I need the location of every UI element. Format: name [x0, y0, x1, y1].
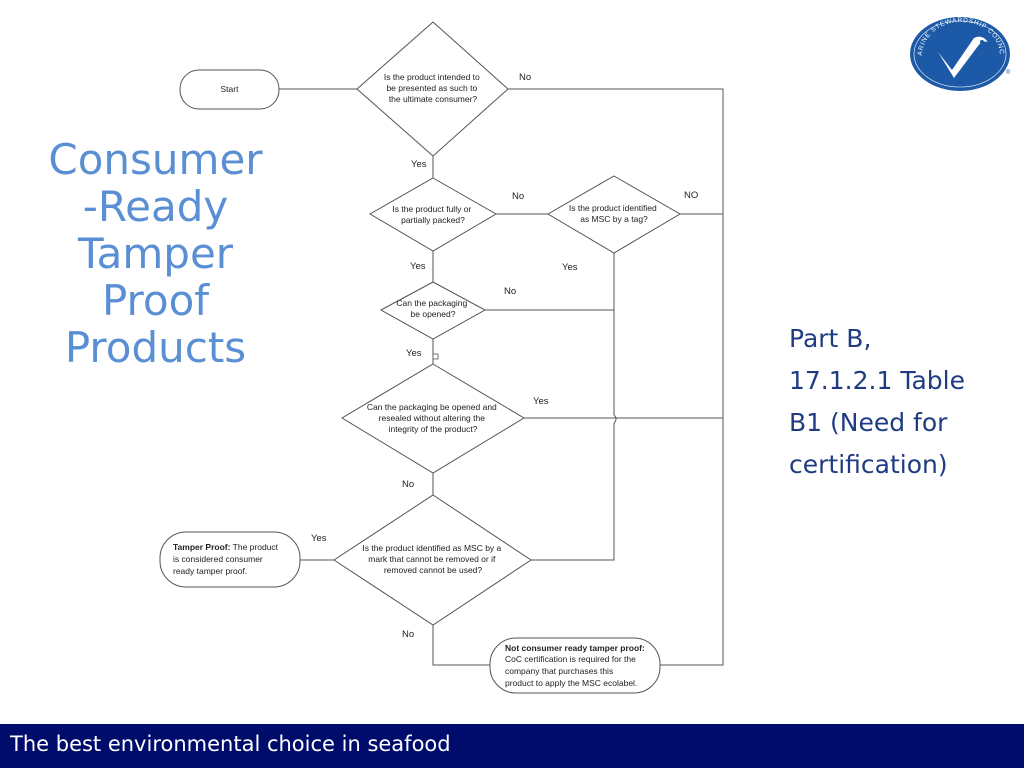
svg-text:Not consumer ready tamper proo: Not consumer ready tamper proof: CoC cer… — [505, 643, 647, 688]
edge-tag-yes-hop — [613, 414, 617, 424]
decision-packed-text: Is the product fully or — [392, 204, 471, 214]
msc-logo: MARINE STEWARDSHIP COUNCIL ® — [908, 12, 1011, 91]
logo-registered-mark: ® — [1006, 69, 1011, 76]
title-line: Tamper — [77, 229, 234, 278]
footer-tagline: The best environmental choice in seafood — [10, 732, 451, 756]
slide-title: Consumer -Ready Tamper Proof Products — [28, 136, 283, 371]
label-opened-no: No — [504, 286, 516, 297]
svg-text:Can the packaging be opene: Can the packaging be opened? — [396, 298, 469, 319]
svg-text:Can the packaging be opened an: Can the packaging be opened and resealed… — [367, 402, 499, 434]
decision-msc-tag — [547, 175, 681, 254]
decision-mark-text: removed cannot be used? — [384, 565, 483, 575]
reference-line: Part B, — [789, 324, 872, 353]
outcome-not-tamper-proof — [489, 637, 661, 694]
edge-intended-no — [508, 88, 724, 666]
decision-intended-for-consumer — [356, 21, 509, 157]
decision-msc-mark — [333, 494, 532, 626]
decision-tag-text: as MSC by a tag? — [580, 214, 648, 224]
edge-tag-yes-continue — [531, 423, 615, 561]
connector-marker — [432, 353, 439, 360]
start-label: Start — [221, 84, 240, 94]
svg-text:Is the product fully or pa: Is the product fully or partially packed… — [392, 204, 473, 225]
label-packed-no: No — [512, 191, 524, 202]
title-line: Proof — [101, 276, 210, 325]
label-intended-no: No — [519, 72, 531, 83]
reference-line: B1 (Need for — [789, 408, 948, 437]
label-mark-yes: Yes — [311, 533, 327, 544]
decision-packed — [369, 177, 497, 252]
decision-reseal-text: Can the packaging be opened and — [367, 402, 497, 412]
decision-open-text: Can the packaging — [396, 298, 467, 308]
not-tamper-proof-text: CoC certification is required for the — [505, 654, 636, 664]
decision-reseal-text: integrity of the product? — [389, 424, 478, 434]
reference-line: certification) — [789, 450, 948, 479]
logo-oval — [910, 17, 1010, 91]
flowchart: Start Is the product intended to be pres… — [159, 21, 724, 694]
decision-intended-text: the ultimate consumer? — [389, 94, 478, 104]
decision-intended-text: Is the product intended to — [384, 72, 480, 82]
svg-text:Is the product identified as M: Is the product identified as MSC by a ma… — [362, 543, 503, 575]
title-line: -Ready — [82, 182, 229, 231]
tamper-proof-heading: Tamper Proof: — [173, 542, 231, 552]
tamper-proof-text: is considered consumer — [173, 554, 263, 564]
label-opened-yes: Yes — [406, 348, 422, 359]
label-tag-no: NO — [684, 190, 698, 201]
decision-open-text: be opened? — [411, 309, 456, 319]
svg-text:Tamper Proof: The product: Tamper Proof: The product is considered … — [173, 542, 280, 576]
logo-check-fish-icon — [938, 36, 988, 78]
label-resealed-no: No — [402, 479, 414, 490]
edge-mark-no — [432, 625, 490, 666]
not-tamper-proof-text: company that purchases this — [505, 666, 613, 676]
not-tamper-proof-text: product to apply the MSC ecolabel. — [505, 678, 637, 688]
tamper-proof-text: ready tamper proof. — [173, 566, 247, 576]
decision-tag-text: Is the product identified — [569, 203, 657, 213]
title-line: Products — [64, 323, 247, 372]
decision-can-open — [379, 281, 487, 340]
decision-packed-text: partially packed? — [401, 215, 465, 225]
tamper-proof-text: The product — [230, 542, 278, 552]
decision-reseal — [341, 363, 525, 474]
reference-note: Part B, 17.1.2.1 Table B1 (Need for cert… — [789, 318, 1014, 486]
decision-mark-text: Is the product identified as MSC by a — [362, 543, 501, 553]
title-line: Consumer — [48, 135, 263, 184]
decision-mark-text: mark that cannot be removed or if — [368, 554, 496, 564]
not-tamper-proof-heading: Not consumer ready tamper proof: — [505, 643, 645, 653]
label-packed-yes: Yes — [410, 261, 426, 272]
decision-reseal-text: resealed without altering the — [379, 413, 486, 423]
decision-intended-text: be presented as such to — [386, 83, 477, 93]
svg-text:Is the product identified: Is the product identified as MSC by a ta… — [569, 203, 659, 224]
label-tag-yes: Yes — [562, 262, 578, 273]
start-terminator — [179, 69, 280, 110]
label-resealed-yes: Yes — [533, 396, 549, 407]
label-mark-no: No — [402, 629, 414, 640]
outcome-tamper-proof — [159, 531, 301, 588]
reference-line: 17.1.2.1 Table — [789, 366, 965, 395]
svg-text:Is the product intended to: Is the product intended to be presented … — [384, 72, 482, 104]
label-intended-yes: Yes — [411, 159, 427, 170]
footer-bar: The best environmental choice in seafood — [0, 724, 1024, 768]
